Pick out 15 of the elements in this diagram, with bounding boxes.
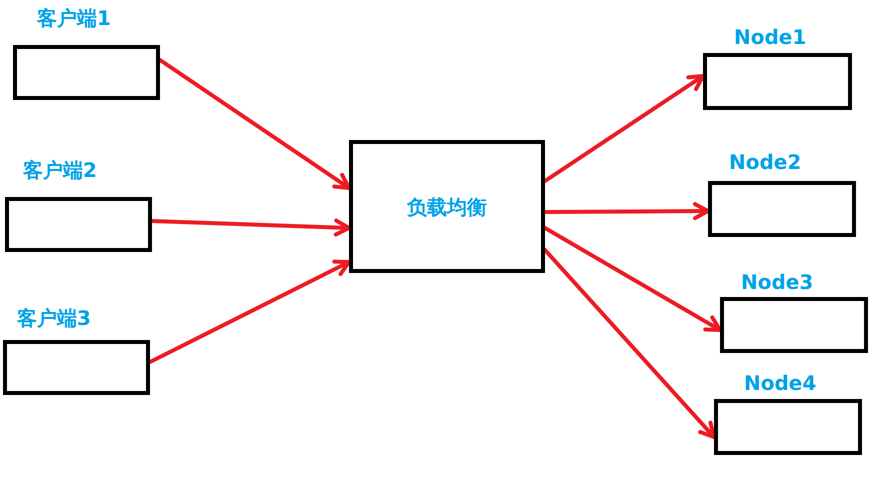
arrow [150,218,351,237]
node-label: 负载均衡 [407,194,487,218]
arrow [158,58,351,190]
node-label: Node4 [744,371,816,395]
node-label: Node1 [734,25,806,49]
node-label: 客户端1 [37,6,111,30]
node-label: 客户端2 [23,158,97,182]
node-label: 客户端3 [17,306,91,330]
arrow [543,226,722,332]
node-label: Node2 [729,150,802,174]
arrow [543,74,705,183]
arrow [543,248,716,439]
arrow [148,260,351,364]
node-label: Node3 [741,270,814,294]
arrow [543,202,710,220]
